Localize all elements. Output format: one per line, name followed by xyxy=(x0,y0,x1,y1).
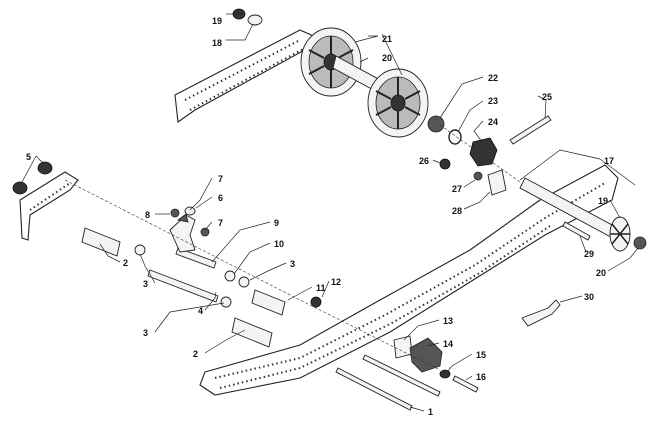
rocker-arm xyxy=(169,213,196,253)
main-right-rail xyxy=(199,164,619,396)
callout-3-lower: 3 xyxy=(143,328,148,338)
callout-19-top: 19 xyxy=(212,16,222,26)
cap-19-rear xyxy=(633,236,647,250)
bolt-25 xyxy=(509,115,552,145)
callout-30: 30 xyxy=(584,292,594,302)
callout-numbers: 19 18 21 20 22 23 24 25 26 27 28 17 19 2… xyxy=(26,16,614,417)
block-14 xyxy=(409,337,443,373)
washer-18-top xyxy=(247,14,263,26)
circlip-23 xyxy=(448,129,462,145)
callout-12: 12 xyxy=(331,277,341,287)
left-rail xyxy=(19,171,79,241)
callout-5: 5 xyxy=(26,152,31,162)
washer-3-lower xyxy=(220,296,232,308)
washer-27 xyxy=(473,171,483,181)
callout-4: 4 xyxy=(198,306,203,316)
callout-8: 8 xyxy=(145,210,150,220)
callout-29: 29 xyxy=(584,249,594,259)
shaft-4 xyxy=(147,269,219,303)
callout-20: 20 xyxy=(382,53,392,63)
rear-wheel-18 xyxy=(609,216,631,252)
bolt-7-upper xyxy=(170,208,180,218)
callout-28: 28 xyxy=(452,206,462,216)
callout-14: 14 xyxy=(443,339,453,349)
callout-21: 21 xyxy=(382,34,392,44)
bolt-16 xyxy=(452,375,479,393)
callout-18-rear: 19 xyxy=(598,196,608,206)
callout-22: 22 xyxy=(488,73,498,83)
callout-27: 27 xyxy=(452,184,462,194)
idler-wheel-upper xyxy=(300,27,362,97)
upper-left-rail xyxy=(174,29,319,123)
washer-3-mid xyxy=(238,276,250,288)
spacer-2-upper xyxy=(81,227,121,257)
callout-3-mid: 3 xyxy=(290,259,295,269)
callout-3-left: 3 xyxy=(143,279,148,289)
callout-1: 1 xyxy=(428,407,433,417)
bushing-5-bottom xyxy=(12,181,28,195)
bolt-29 xyxy=(562,221,591,241)
callout-17: 17 xyxy=(604,156,614,166)
callout-15: 15 xyxy=(476,350,486,360)
callout-7-upper: 7 xyxy=(218,174,223,184)
nut-26 xyxy=(439,158,451,170)
idler-wheel-lower xyxy=(367,68,429,138)
bracket-30 xyxy=(521,299,561,327)
bushing-5-top xyxy=(37,161,53,175)
callout-26: 26 xyxy=(419,156,429,166)
callout-19-rear: 20 xyxy=(596,268,606,278)
leader-lines xyxy=(21,13,639,412)
washer-6 xyxy=(184,206,196,216)
callout-24: 24 xyxy=(488,117,498,127)
block-28 xyxy=(487,169,507,196)
spacer-2-lower xyxy=(231,317,273,348)
axle-block-24 xyxy=(469,137,498,167)
callout-7-lower: 7 xyxy=(218,218,223,228)
washer-10 xyxy=(224,270,236,282)
spacer-11 xyxy=(251,289,286,316)
callout-6: 6 xyxy=(218,193,223,203)
callout-23: 23 xyxy=(488,96,498,106)
shaft-front-1 xyxy=(335,367,413,411)
callout-11: 11 xyxy=(316,283,326,293)
bearing-22 xyxy=(427,115,445,133)
washer-3-left xyxy=(134,244,146,256)
washer-15 xyxy=(439,369,451,379)
rear-axle-17 xyxy=(519,177,626,243)
bolt-7-lower xyxy=(200,227,210,237)
callout-9: 9 xyxy=(274,218,279,228)
callout-2-lower: 2 xyxy=(193,349,198,359)
callout-13: 13 xyxy=(443,316,453,326)
nut-12 xyxy=(310,296,322,308)
callout-2-upper: 2 xyxy=(123,258,128,268)
callout-10: 10 xyxy=(274,239,284,249)
callout-16: 16 xyxy=(476,372,486,382)
callout-25: 25 xyxy=(542,92,552,102)
shaft-rear-1 xyxy=(362,354,441,397)
shaft-9 xyxy=(175,247,217,269)
callout-18-top: 18 xyxy=(212,38,222,48)
